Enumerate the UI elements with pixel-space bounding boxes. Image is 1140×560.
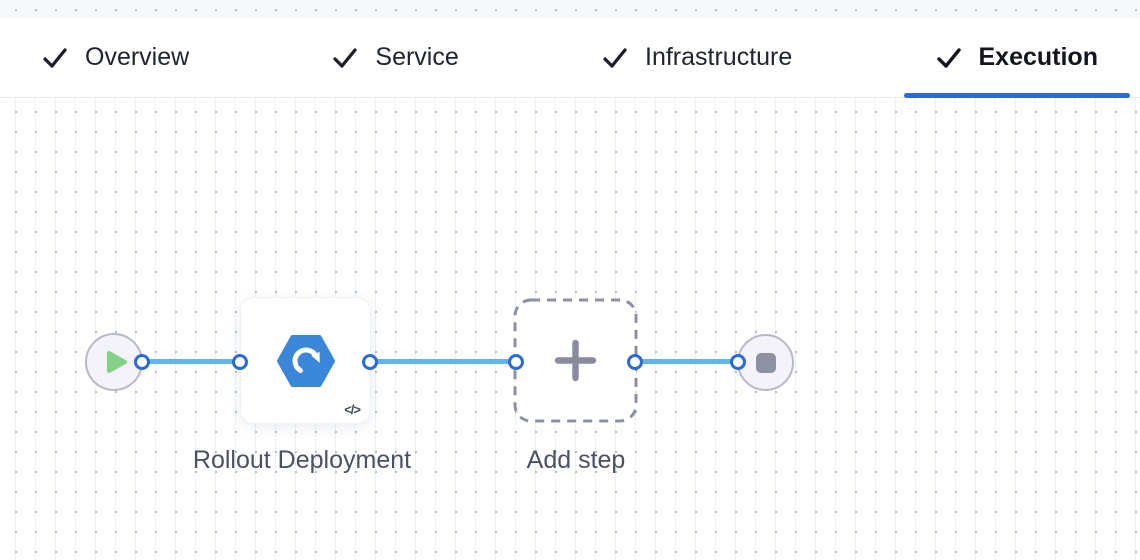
rolling-deployment-hexagon-icon	[276, 334, 335, 387]
code-view-badge: </>	[344, 402, 361, 417]
plus-icon	[554, 339, 597, 382]
connector-port[interactable]	[134, 354, 150, 370]
connector-port[interactable]	[232, 354, 248, 370]
tab-infrastructure[interactable]: Infrastructure	[570, 18, 824, 97]
edge-start-to-step	[142, 359, 240, 364]
play-icon	[106, 351, 127, 373]
tab-overview-label: Overview	[85, 43, 190, 71]
stage-stepper-tabbar: Overview Service Infrastructure Executio…	[0, 18, 1140, 98]
connector-port[interactable]	[627, 354, 643, 370]
rollout-deployment-step[interactable]: </>	[240, 297, 371, 424]
connector-port[interactable]	[730, 354, 746, 370]
pipeline-end-node[interactable]	[737, 334, 794, 391]
pipeline-canvas[interactable]: </> Rollout Deployment Add step	[0, 98, 1140, 560]
add-step-button[interactable]	[513, 298, 638, 423]
connector-port[interactable]	[508, 354, 524, 370]
tab-service[interactable]: Service	[300, 18, 490, 97]
stop-icon	[755, 352, 776, 373]
pipeline-start-node[interactable]	[85, 333, 143, 391]
active-tab-underline	[903, 93, 1130, 98]
rollout-step-label: Rollout Deployment	[192, 446, 412, 474]
tab-execution[interactable]: Execution	[903, 18, 1130, 98]
check-icon	[603, 47, 627, 68]
tab-service-label: Service	[375, 43, 459, 71]
tab-overview[interactable]: Overview	[10, 18, 221, 97]
check-icon	[333, 47, 358, 68]
canvas-top-strip	[0, 0, 1140, 18]
connector-port[interactable]	[362, 354, 378, 370]
add-step-label: Add step	[526, 446, 626, 474]
edge-step-to-addstep	[370, 359, 516, 364]
edge-addstep-to-end	[635, 359, 738, 364]
tab-execution-label: Execution	[978, 43, 1098, 71]
tab-infrastructure-label: Infrastructure	[645, 43, 793, 71]
check-icon	[936, 47, 961, 68]
check-icon	[43, 47, 67, 68]
